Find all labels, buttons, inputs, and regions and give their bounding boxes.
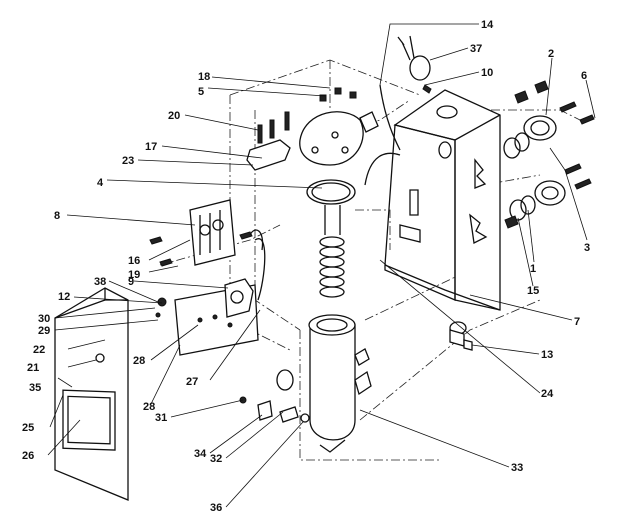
- callout-1: 1: [530, 263, 536, 275]
- callout-8: 8: [54, 210, 60, 222]
- drain-fitting: [239, 369, 310, 423]
- callout-31: 31: [155, 412, 167, 424]
- top-components: [379, 35, 432, 151]
- front-cover-panel: [54, 287, 129, 501]
- callout-2: 2: [548, 48, 554, 60]
- callout-34: 34: [194, 448, 207, 460]
- callout-27: 27: [186, 376, 198, 388]
- callout-38: 38: [94, 276, 106, 288]
- heating-element-coil: [319, 205, 345, 298]
- callout-18: 18: [198, 71, 210, 83]
- callout-25: 25: [22, 422, 34, 434]
- boiler-tank-part: [308, 314, 372, 453]
- callout-15: 15: [527, 285, 539, 297]
- callout-20: 20: [168, 110, 180, 122]
- callout-23: 23: [122, 155, 134, 167]
- callout-29: 29: [38, 325, 50, 337]
- top-cover-plate: [246, 87, 379, 171]
- callout-26: 26: [22, 450, 34, 462]
- callout-24: 24: [541, 388, 554, 400]
- callout-16: 16: [128, 255, 140, 267]
- callout-14: 14: [481, 19, 494, 31]
- callout-4: 4: [97, 177, 104, 189]
- callout-6: 6: [581, 70, 587, 82]
- lower-flange-assembly: [504, 178, 592, 229]
- callout-28-upper: 28: [133, 355, 145, 367]
- gasket-ring: [306, 179, 356, 205]
- valve-part: [449, 321, 473, 351]
- control-board-bracket: [149, 199, 253, 267]
- callout-32: 32: [210, 453, 222, 465]
- callout-30: 30: [38, 313, 50, 325]
- leader-lines: [47, 23, 596, 508]
- callout-22: 22: [33, 344, 45, 356]
- callout-12: 12: [58, 291, 70, 303]
- callout-9: 9: [128, 276, 134, 288]
- callout-19: 19: [128, 269, 140, 281]
- callout-37: 37: [470, 43, 482, 55]
- upper-flange-assembly: [503, 80, 595, 175]
- callout-36: 36: [210, 502, 222, 514]
- nut-part: [157, 297, 167, 307]
- terminal-plate: [174, 229, 266, 356]
- callout-10: 10: [481, 67, 493, 79]
- callout-13: 13: [541, 349, 553, 361]
- callout-3: 3: [584, 242, 590, 254]
- callout-7: 7: [574, 316, 580, 328]
- callout-5: 5: [198, 86, 204, 98]
- water-tube-part: [364, 152, 401, 186]
- callout-21: 21: [27, 362, 39, 374]
- callout-labels: 1 2 3 4 5 6 7 8 9 10 12 13 14 15 16 17 1…: [22, 19, 590, 514]
- main-frame-part: [384, 89, 501, 311]
- callout-17: 17: [145, 141, 157, 153]
- callout-28-lower: 28: [143, 401, 155, 413]
- callout-33: 33: [511, 462, 523, 474]
- callout-35: 35: [29, 382, 41, 394]
